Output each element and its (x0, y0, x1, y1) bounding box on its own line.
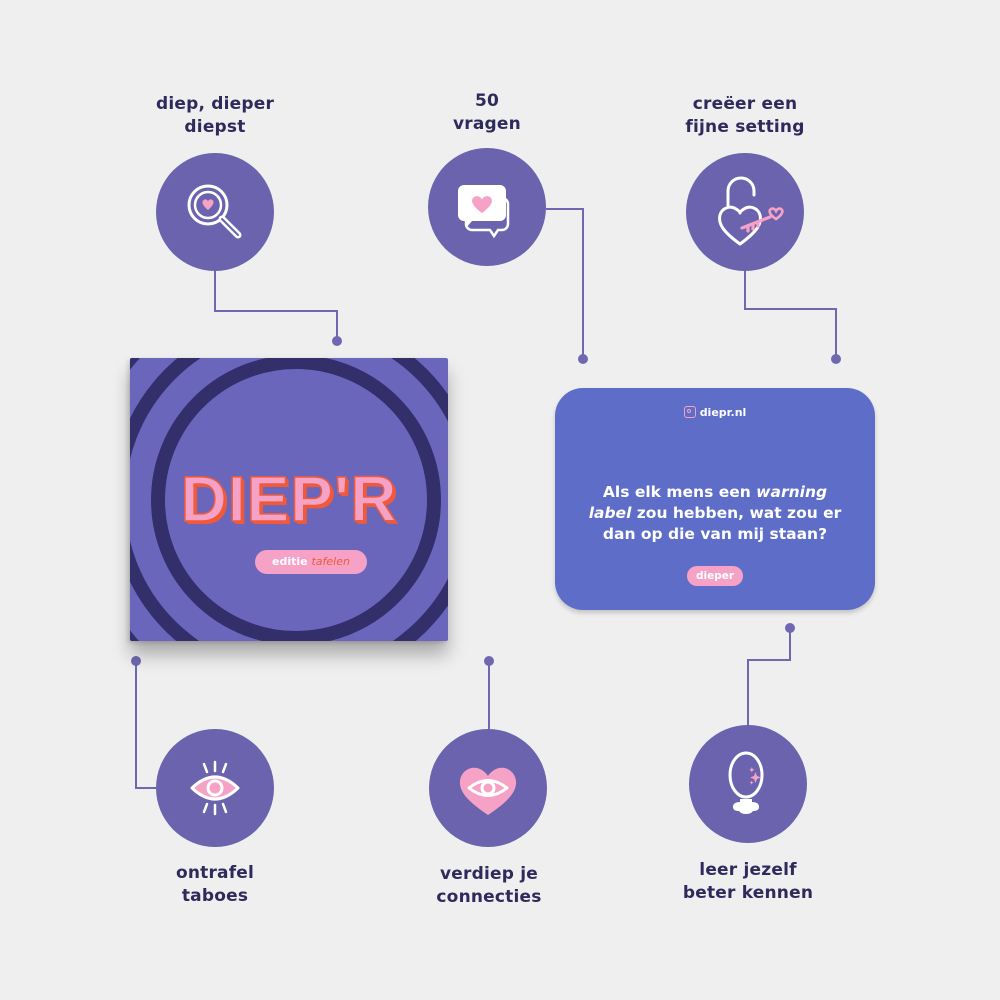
card-handle: diepr.nl (555, 406, 875, 419)
feature-label: verdiep je connecties (436, 864, 542, 907)
feature-label: 50 vragen (453, 91, 521, 134)
box-rings-pattern (130, 358, 448, 641)
feature-circle (156, 729, 274, 847)
edition-badge: editie tafelen (255, 550, 367, 574)
heart-eye-icon (459, 767, 517, 815)
product-box: DIEP'R editie tafelen (130, 358, 448, 641)
feature-label: creëer een fijne setting (685, 94, 805, 137)
feature-label: diep, dieper diepst (155, 94, 275, 137)
mirror-sparkle-icon (728, 751, 764, 814)
instagram-icon (683, 406, 696, 418)
feature-circle (689, 725, 807, 843)
feature-circle (429, 729, 547, 847)
feature-label: ontrafel taboes (175, 863, 255, 906)
feature-circle (156, 153, 274, 271)
card-level-badge: dieper (687, 566, 743, 586)
eye-rays-icon (190, 760, 240, 816)
brand-logo: DIEP'R (180, 462, 398, 536)
heart-lock-key-icon (718, 176, 784, 246)
feature-circle (428, 148, 546, 266)
question-card: diepr.nl Als elk mens een warning label … (555, 388, 875, 610)
feature-label: leer jezelf beter kennen (682, 860, 814, 903)
card-question: Als elk mens een warning label zou hebbe… (588, 483, 842, 543)
magnifier-heart-icon (187, 184, 242, 239)
feature-circle (686, 153, 804, 271)
chat-bubbles-heart-icon (458, 185, 510, 239)
